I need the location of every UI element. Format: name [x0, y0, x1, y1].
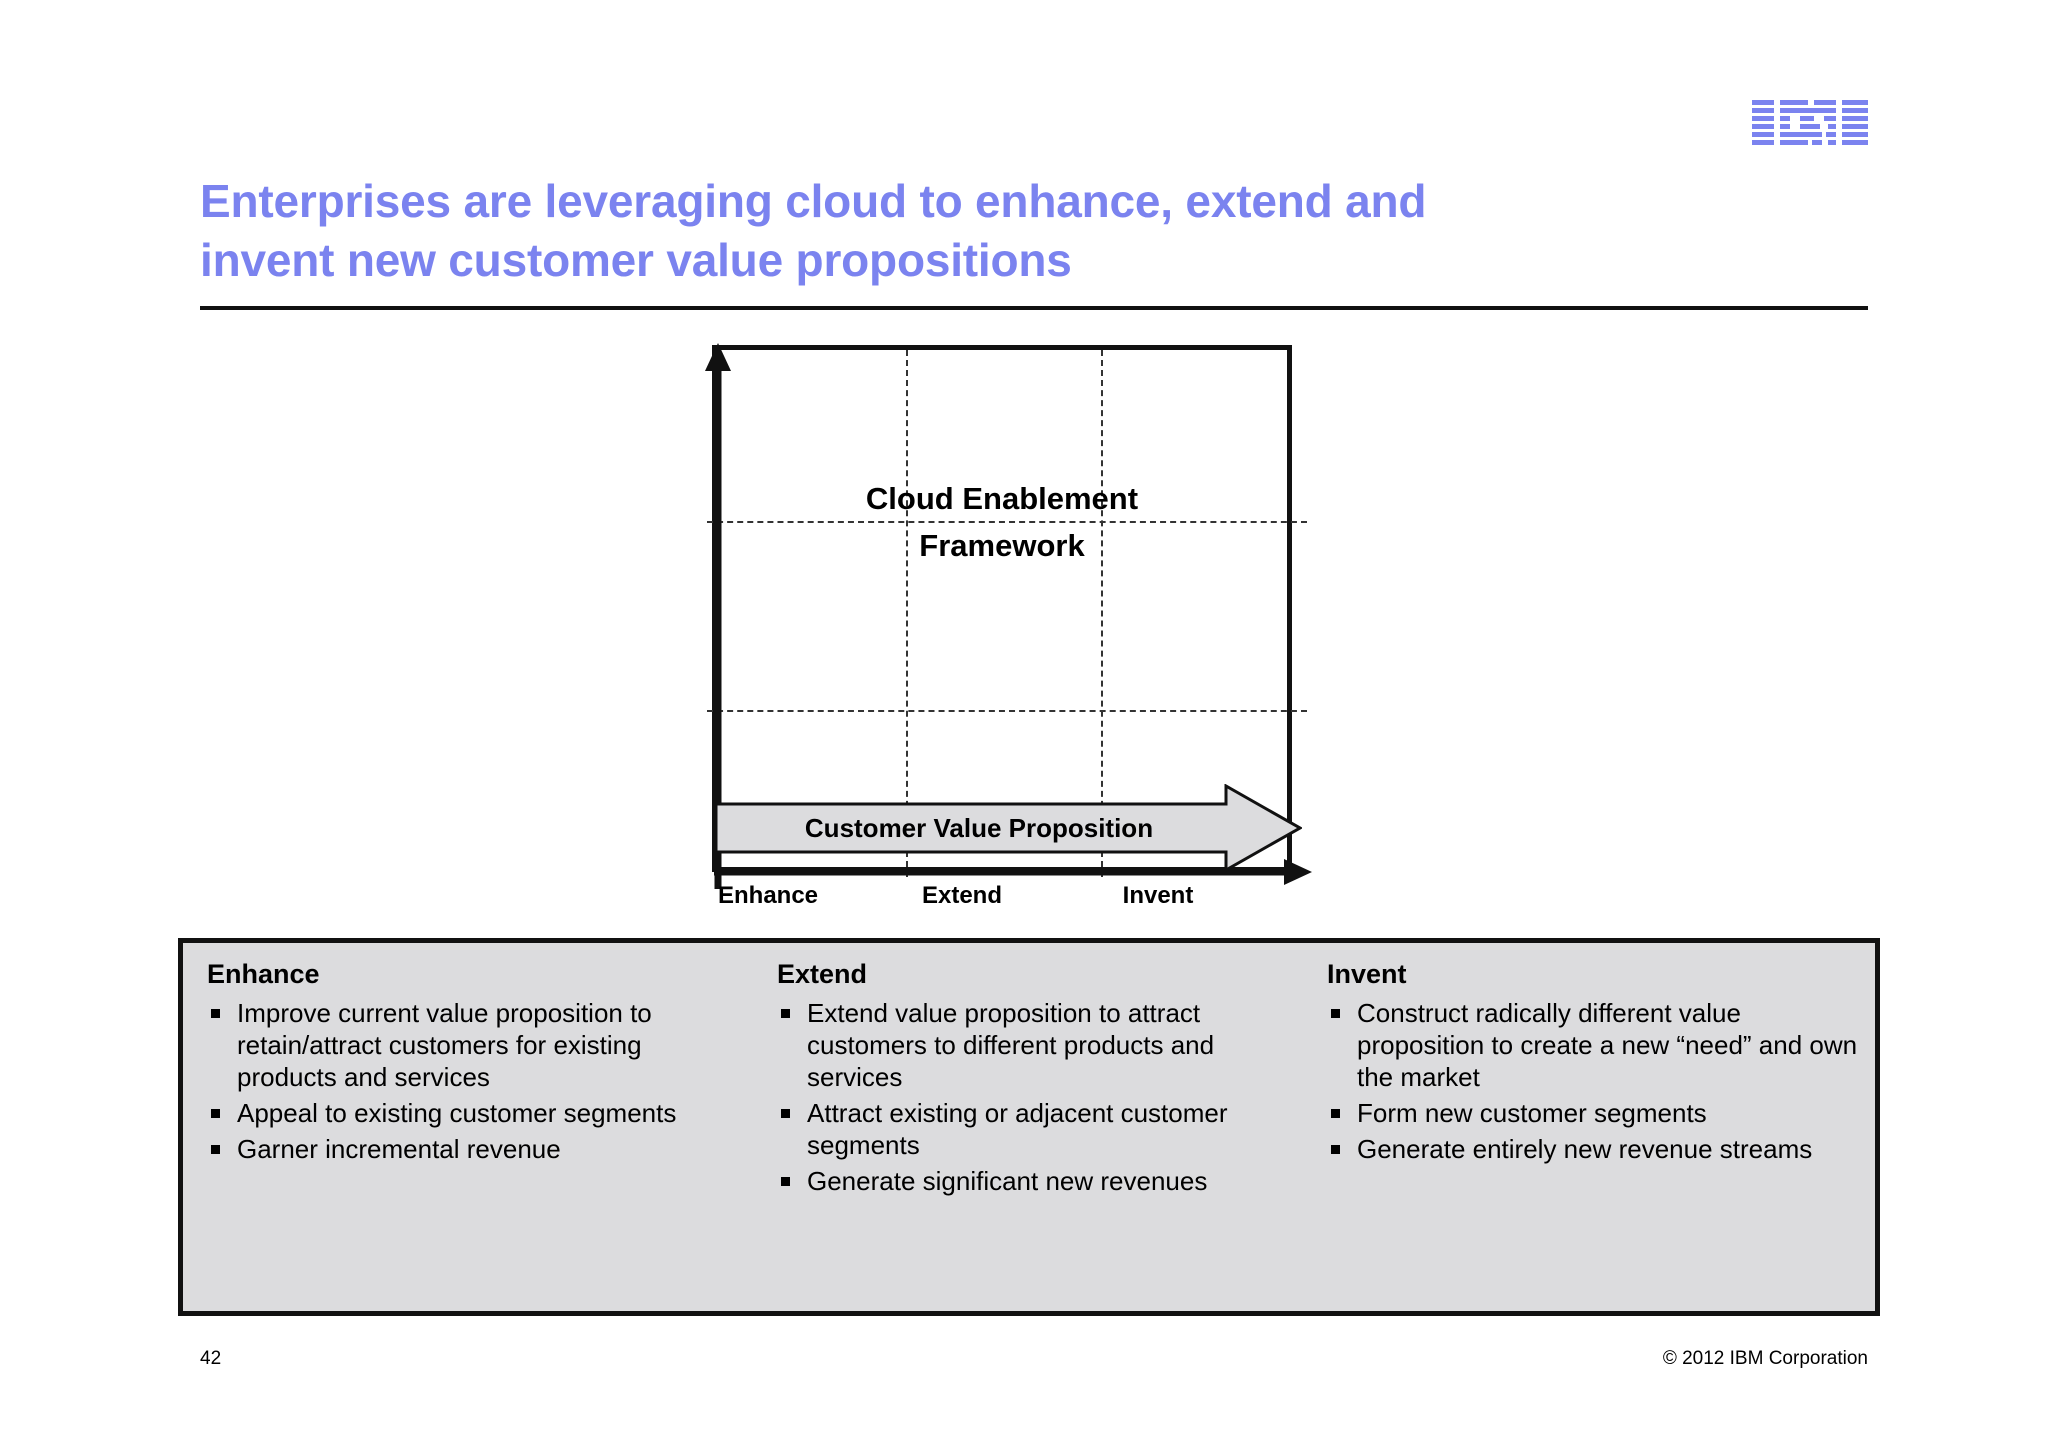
copyright-notice: © 2012 IBM Corporation — [1662, 1348, 1868, 1369]
list-item-text: Generate significant new revenues — [807, 1166, 1208, 1196]
list-item: Generate entirely new revenue streams — [1327, 1133, 1859, 1165]
list-item-text: Generate entirely new revenue streams — [1357, 1134, 1813, 1164]
bullet-list-extend: Extend value proposition to attract cust… — [777, 997, 1287, 1197]
ibm-logo — [1752, 100, 1868, 146]
square-bullet-icon — [1331, 1109, 1340, 1118]
list-item: Extend value proposition to attract cust… — [777, 997, 1287, 1093]
value-proposition-panel: Enhance Improve current value propositio… — [178, 938, 1880, 1316]
square-bullet-icon — [781, 1109, 790, 1118]
bullet-list-invent: Construct radically different value prop… — [1327, 997, 1859, 1165]
gridline-horizontal-1 — [707, 521, 1307, 523]
column-heading-extend: Extend — [777, 959, 868, 989]
panel-column-enhance: Enhance Improve current value propositio… — [183, 943, 753, 1311]
square-bullet-icon — [1331, 1009, 1340, 1018]
framework-box — [707, 345, 1307, 877]
list-item: Improve current value proposition to ret… — [207, 997, 737, 1093]
list-item-text: Attract existing or adjacent customer se… — [807, 1098, 1228, 1160]
column-heading-enhance: Enhance — [207, 959, 320, 989]
cloud-enablement-framework-diagram: Cloud Enablement Framework — [705, 343, 1312, 889]
list-item-text: Appeal to existing customer segments — [237, 1098, 677, 1128]
customer-value-proposition-arrow — [714, 784, 1302, 872]
gridline-horizontal-2 — [707, 710, 1307, 712]
square-bullet-icon — [211, 1145, 220, 1154]
page-number: 42 — [200, 1348, 222, 1369]
square-bullet-icon — [211, 1109, 220, 1118]
panel-column-extend: Extend Extend value proposition to attra… — [753, 943, 1303, 1311]
square-bullet-icon — [781, 1009, 790, 1018]
list-item: Garner incremental revenue — [207, 1133, 737, 1165]
framework-center-label: Cloud Enablement Framework — [865, 481, 1139, 563]
square-bullet-icon — [211, 1009, 220, 1018]
list-item: Construct radically different value prop… — [1327, 997, 1859, 1093]
axis-tick-enhance: Enhance — [717, 882, 819, 909]
list-item-text: Garner incremental revenue — [237, 1134, 561, 1164]
page-title: Enterprises are leveraging cloud to enha… — [200, 175, 1427, 286]
axis-tick-invent: Invent — [1122, 882, 1194, 909]
axis-tick-extend: Extend — [921, 882, 1002, 909]
title-divider — [200, 306, 1868, 310]
square-bullet-icon — [781, 1177, 790, 1186]
list-item: Attract existing or adjacent customer se… — [777, 1097, 1287, 1161]
gridline-vertical-1 — [906, 350, 908, 877]
list-item: Appeal to existing customer segments — [207, 1097, 737, 1129]
bullet-list-enhance: Improve current value proposition to ret… — [207, 997, 737, 1165]
panel-column-invent: Invent Construct radically different val… — [1303, 943, 1875, 1311]
square-bullet-icon — [1331, 1145, 1340, 1154]
list-item: Form new customer segments — [1327, 1097, 1859, 1129]
gridline-vertical-2 — [1101, 350, 1103, 877]
customer-value-proposition-label: Customer Value Proposition — [804, 813, 1154, 843]
list-item-text: Construct radically different value prop… — [1357, 998, 1858, 1092]
list-item-text: Improve current value proposition to ret… — [237, 998, 652, 1092]
list-item-text: Extend value proposition to attract cust… — [807, 998, 1215, 1092]
column-heading-invent: Invent — [1327, 959, 1407, 989]
list-item: Generate significant new revenues — [777, 1165, 1287, 1197]
list-item-text: Form new customer segments — [1357, 1098, 1707, 1128]
